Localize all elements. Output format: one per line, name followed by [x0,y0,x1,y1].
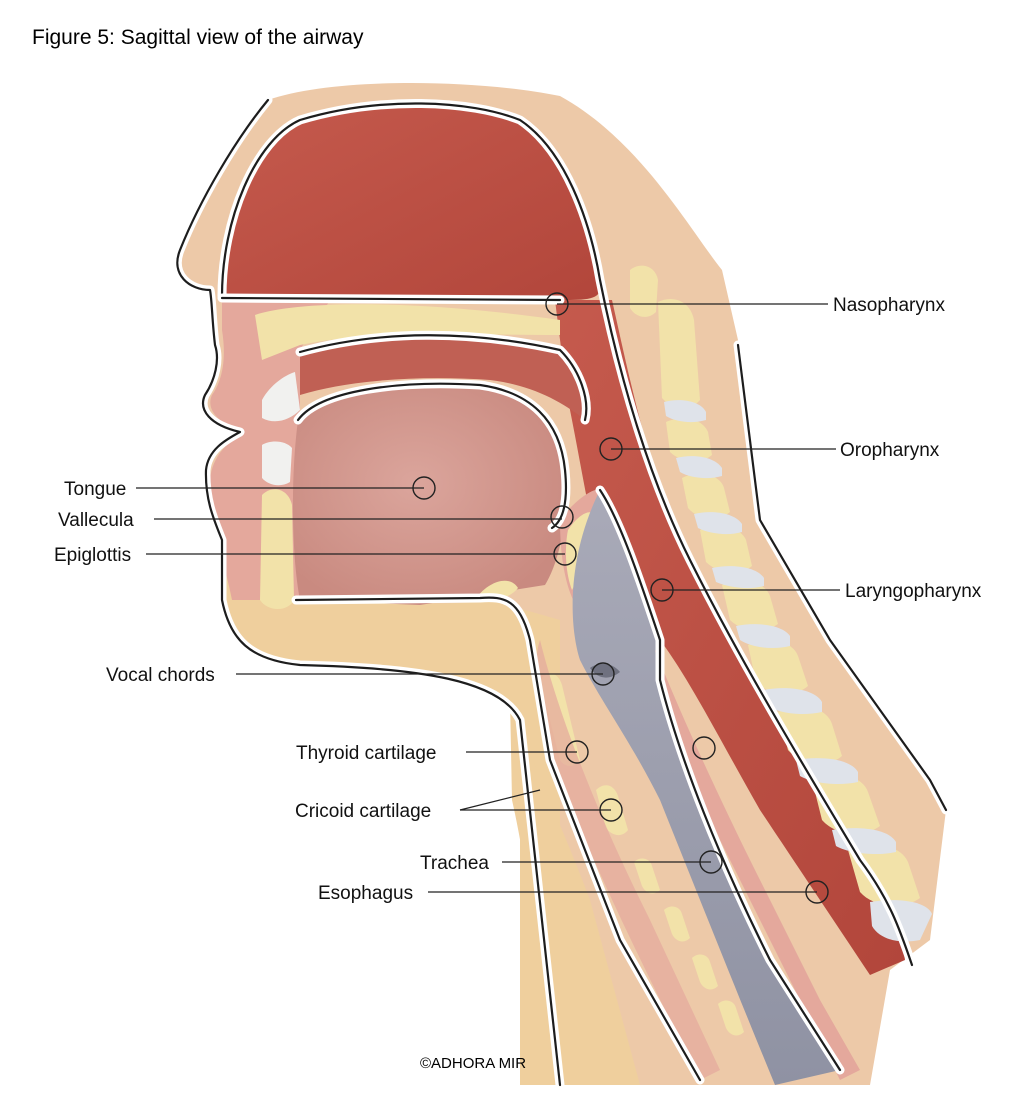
marker-laryngopharynx [650,578,674,602]
oral-floor [294,596,702,1082]
vertebra-c4 [682,473,730,519]
vertebra-t2 [812,774,880,834]
figure-title: Figure 5: Sagittal view of the airway [32,26,364,49]
cervical-spine [630,265,932,942]
marker-tongue [412,476,436,500]
marker-cricoid [599,798,623,822]
marker-thyroid [565,740,589,764]
vertebra-c1 [630,265,658,317]
cricoid-cartilage-shape [596,785,628,836]
disc-3 [694,512,742,535]
vertebra-t3 [848,844,920,906]
upper-teeth [262,372,300,422]
nasal-cavity [222,103,601,300]
label-vallecula: Vallecula [58,510,134,531]
disc-4 [712,566,764,589]
tracheal-ring-2 [664,906,690,942]
label-laryngopharynx: Laryngopharynx [845,581,982,602]
mandible [260,489,294,609]
vertebra-c2 [658,299,700,409]
marker-nasopharynx [545,292,569,316]
vertebra-c5 [700,525,752,573]
tracheal-wall [536,640,720,1080]
label-cricoid-cartilage: Cricoid cartilage [295,801,431,822]
nasal-outline [220,102,914,967]
spine-outline [736,343,948,812]
label-trachea: Trachea [420,853,489,874]
tongue-outline [296,382,568,530]
label-tongue: Tongue [64,479,126,500]
label-nasopharynx: Nasopharynx [833,295,945,316]
disc-6 [764,688,822,714]
airway-outline [598,488,842,1072]
marker-thyroid-posterior [692,736,716,760]
copyright-credit: ©ADHORA MIR [420,1055,527,1072]
tracheal-ring-4 [718,1000,744,1036]
marker-vocal-chords [591,662,615,686]
label-vocal-chords: Vocal chords [106,665,215,686]
tracheal-ring-3 [692,954,718,990]
label-thyroid-cartilage: Thyroid cartilage [296,743,436,764]
label-oropharynx: Oropharynx [840,440,940,461]
disc-1 [664,400,706,423]
disc-9 [870,900,932,942]
label-epiglottis: Epiglottis [54,545,131,566]
marker-epiglottis [553,542,577,566]
leader-cricoid-branch [459,789,541,811]
lower-teeth [262,441,292,486]
marker-oropharynx [599,437,623,461]
marker-vallecula [550,505,574,529]
vertebra-c7 [748,640,808,694]
soft-palate [300,335,587,420]
disc-5 [736,624,790,648]
marker-esophagus [805,880,829,904]
vertebra-c6 [722,580,778,631]
marker-trachea [699,850,723,874]
tongue-body [292,383,566,605]
esophagus-wall [655,650,860,1080]
palate-outline [220,296,588,422]
label-leaders [136,292,840,904]
tracheal-ring-1 [634,858,660,894]
disc-2 [676,456,722,479]
face-outline [176,98,562,1087]
vertebra-c3 [666,418,712,462]
trachea-airway [572,490,840,1085]
label-esophagus: Esophagus [318,883,413,904]
neck-fat [222,560,560,1085]
